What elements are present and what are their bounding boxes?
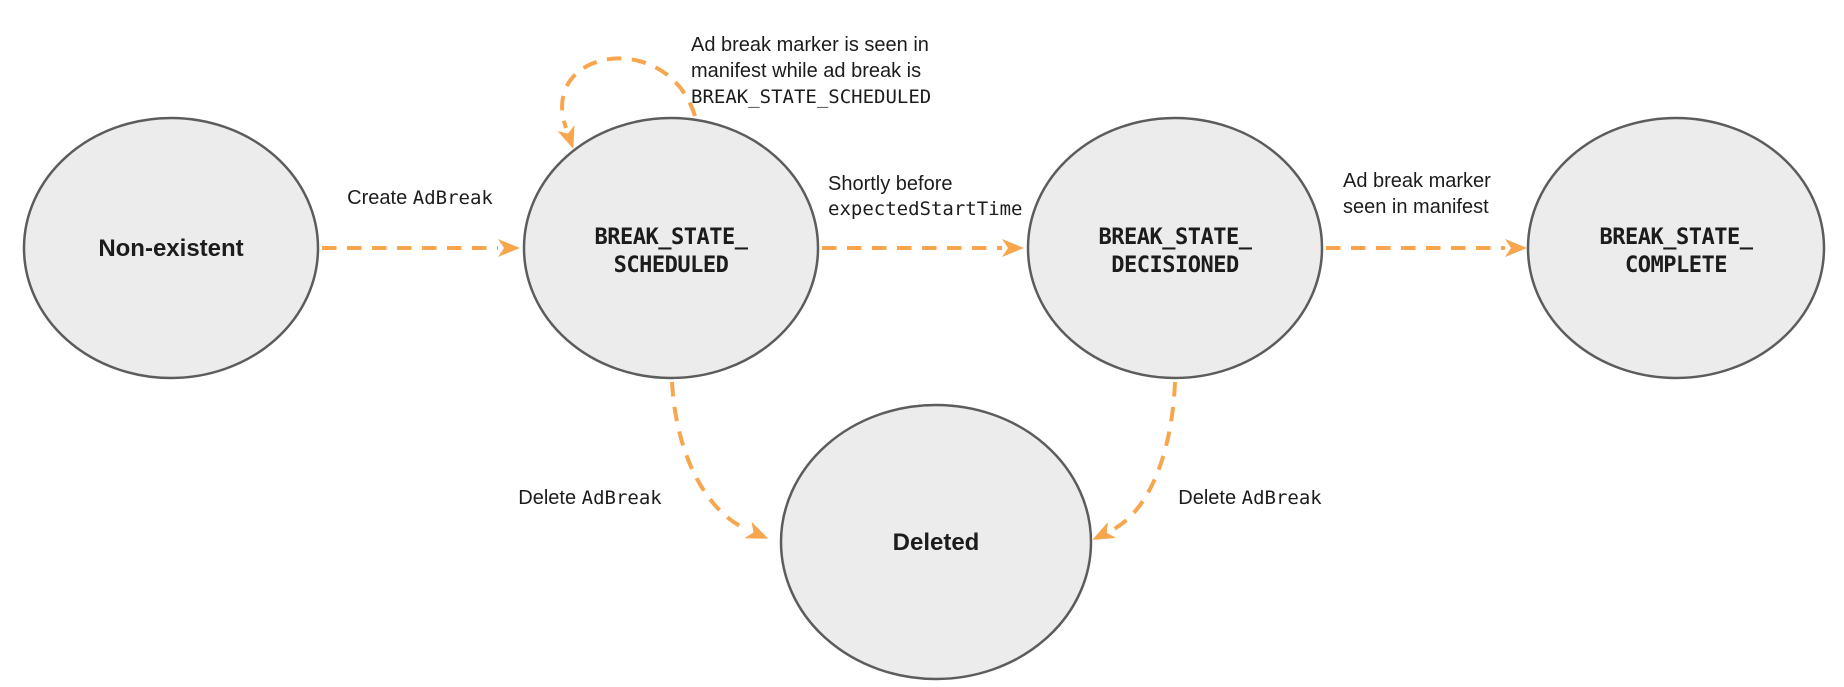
shortly-before-line2-code: expectedStartTime <box>828 198 1022 220</box>
state-circle <box>522 116 820 380</box>
edge-label-self-loop: Ad break marker is seen in manifest whil… <box>691 34 934 108</box>
node-label-non-existent: Non-existent <box>98 235 243 262</box>
state-circle <box>779 403 1093 681</box>
node-label-scheduled-line1: BREAK_STATE_ <box>595 225 749 250</box>
self-loop-label-line2: manifest while ad break is <box>691 60 921 82</box>
marker-seen-line1: Ad break marker <box>1343 170 1491 192</box>
edge-self-loop-scheduled <box>557 56 697 149</box>
state-circle <box>22 116 320 380</box>
delete-left-code: AdBreak <box>582 487 663 509</box>
marker-seen-line2: seen in manifest <box>1343 196 1489 218</box>
edge-label-shortly-before: Shortly before expectedStartTime <box>828 173 1022 220</box>
edge-label-create-adbreak: Create AdBreak <box>347 187 493 209</box>
node-label-complete-line1: BREAK_STATE_ <box>1600 225 1754 250</box>
state-node-decisioned: BREAK_STATE_ DECISIONED <box>1026 116 1324 380</box>
delete-left-text: Delete <box>518 487 581 509</box>
state-circle <box>1526 116 1826 380</box>
self-loop-label-line1: Ad break marker is seen in <box>691 34 929 56</box>
edge-label-marker-seen: Ad break marker seen in manifest <box>1343 170 1496 218</box>
self-loop-label-line3: BREAK_STATE_SCHEDULED <box>691 86 931 108</box>
edge-label-delete-left: Delete AdBreak <box>518 487 662 509</box>
state-node-deleted: Deleted <box>779 403 1093 681</box>
edge-delete-from-decisioned <box>1092 381 1177 540</box>
edge-label-create-code: AdBreak <box>413 187 494 209</box>
delete-right-code: AdBreak <box>1242 487 1323 509</box>
state-circle <box>1026 116 1324 380</box>
edge-label-create-text: Create <box>347 187 413 209</box>
edge-label-delete-right: Delete AdBreak <box>1178 487 1322 509</box>
state-node-scheduled: BREAK_STATE_ SCHEDULED <box>522 116 820 380</box>
node-label-scheduled-line2: SCHEDULED <box>614 253 729 278</box>
shortly-before-line1: Shortly before <box>828 173 953 195</box>
node-label-decisioned-line1: BREAK_STATE_ <box>1099 225 1253 250</box>
node-label-deleted: Deleted <box>893 529 980 556</box>
state-node-complete: BREAK_STATE_ COMPLETE <box>1526 116 1826 380</box>
node-label-complete-line2: COMPLETE <box>1625 253 1727 278</box>
edge-delete-from-scheduled <box>670 381 769 539</box>
node-label-decisioned-line2: DECISIONED <box>1111 253 1239 278</box>
delete-right-text: Delete <box>1178 487 1241 509</box>
state-node-non-existent: Non-existent <box>22 116 320 380</box>
